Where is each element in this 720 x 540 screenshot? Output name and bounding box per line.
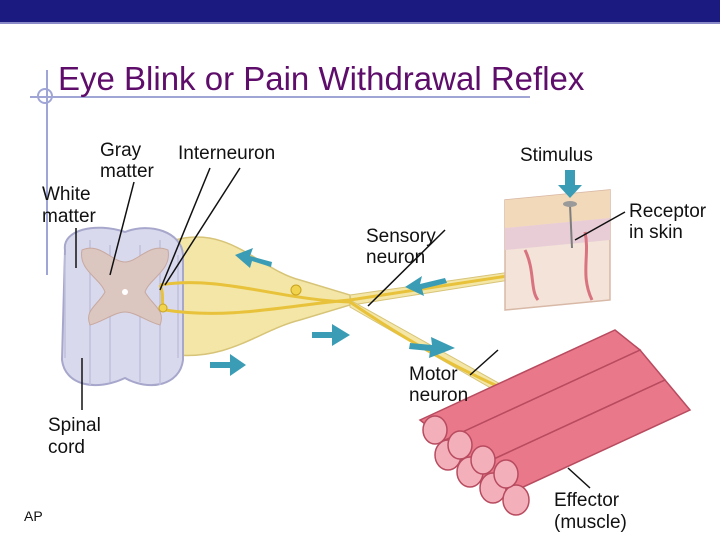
sensory-arrow-1 xyxy=(405,276,447,296)
label-motor-neuron-line1: Motor xyxy=(409,364,458,385)
leader-lines xyxy=(75,167,626,489)
spinal-cord xyxy=(60,226,184,387)
label-effector-line2: (muscle) xyxy=(554,512,627,533)
label-gray-matter-line2: matter xyxy=(100,161,154,182)
stimulus-arrow xyxy=(558,170,582,198)
page-title: Eye Blink or Pain Withdrawal Reflex xyxy=(58,60,585,97)
label-white-matter-line1: White xyxy=(42,184,91,205)
header-rule xyxy=(0,22,720,24)
label-receptor-line1: Receptor xyxy=(629,201,707,222)
label-receptor-line2: in skin xyxy=(629,222,683,243)
motor-arrow-2 xyxy=(312,324,350,346)
label-sensory-neuron-line1: Sensory xyxy=(366,226,436,247)
skin-block xyxy=(504,189,611,311)
label-interneuron: Interneuron xyxy=(178,143,276,164)
muscle-bundle xyxy=(418,329,692,516)
sensory-ganglion-cell xyxy=(290,284,302,296)
motor-arrow-1 xyxy=(409,337,455,358)
label-effector-line1: Effector xyxy=(554,490,620,511)
label-gray-matter-line1: Gray xyxy=(100,140,142,161)
header-bar xyxy=(0,0,720,22)
decorative-rule-vertical xyxy=(46,70,48,275)
decorative-crosshair-circle xyxy=(37,88,53,104)
sensory-arrow-2 xyxy=(235,248,272,268)
label-sensory-neuron-line2: neuron xyxy=(366,247,426,268)
decorative-rule-horizontal xyxy=(30,96,530,98)
interneuron-cell xyxy=(158,303,168,313)
label-motor-neuron-line2: neuron xyxy=(409,385,469,406)
label-white-matter-line2: matter xyxy=(42,206,96,227)
label-spinal-cord-line1: Spinal xyxy=(48,415,101,436)
label-spinal-cord-line2: cord xyxy=(48,437,85,458)
footer-ap-mark: AP xyxy=(24,508,43,524)
motor-arrow-3 xyxy=(210,354,246,376)
signal-arrows xyxy=(210,170,582,376)
label-stimulus: Stimulus xyxy=(520,145,593,166)
